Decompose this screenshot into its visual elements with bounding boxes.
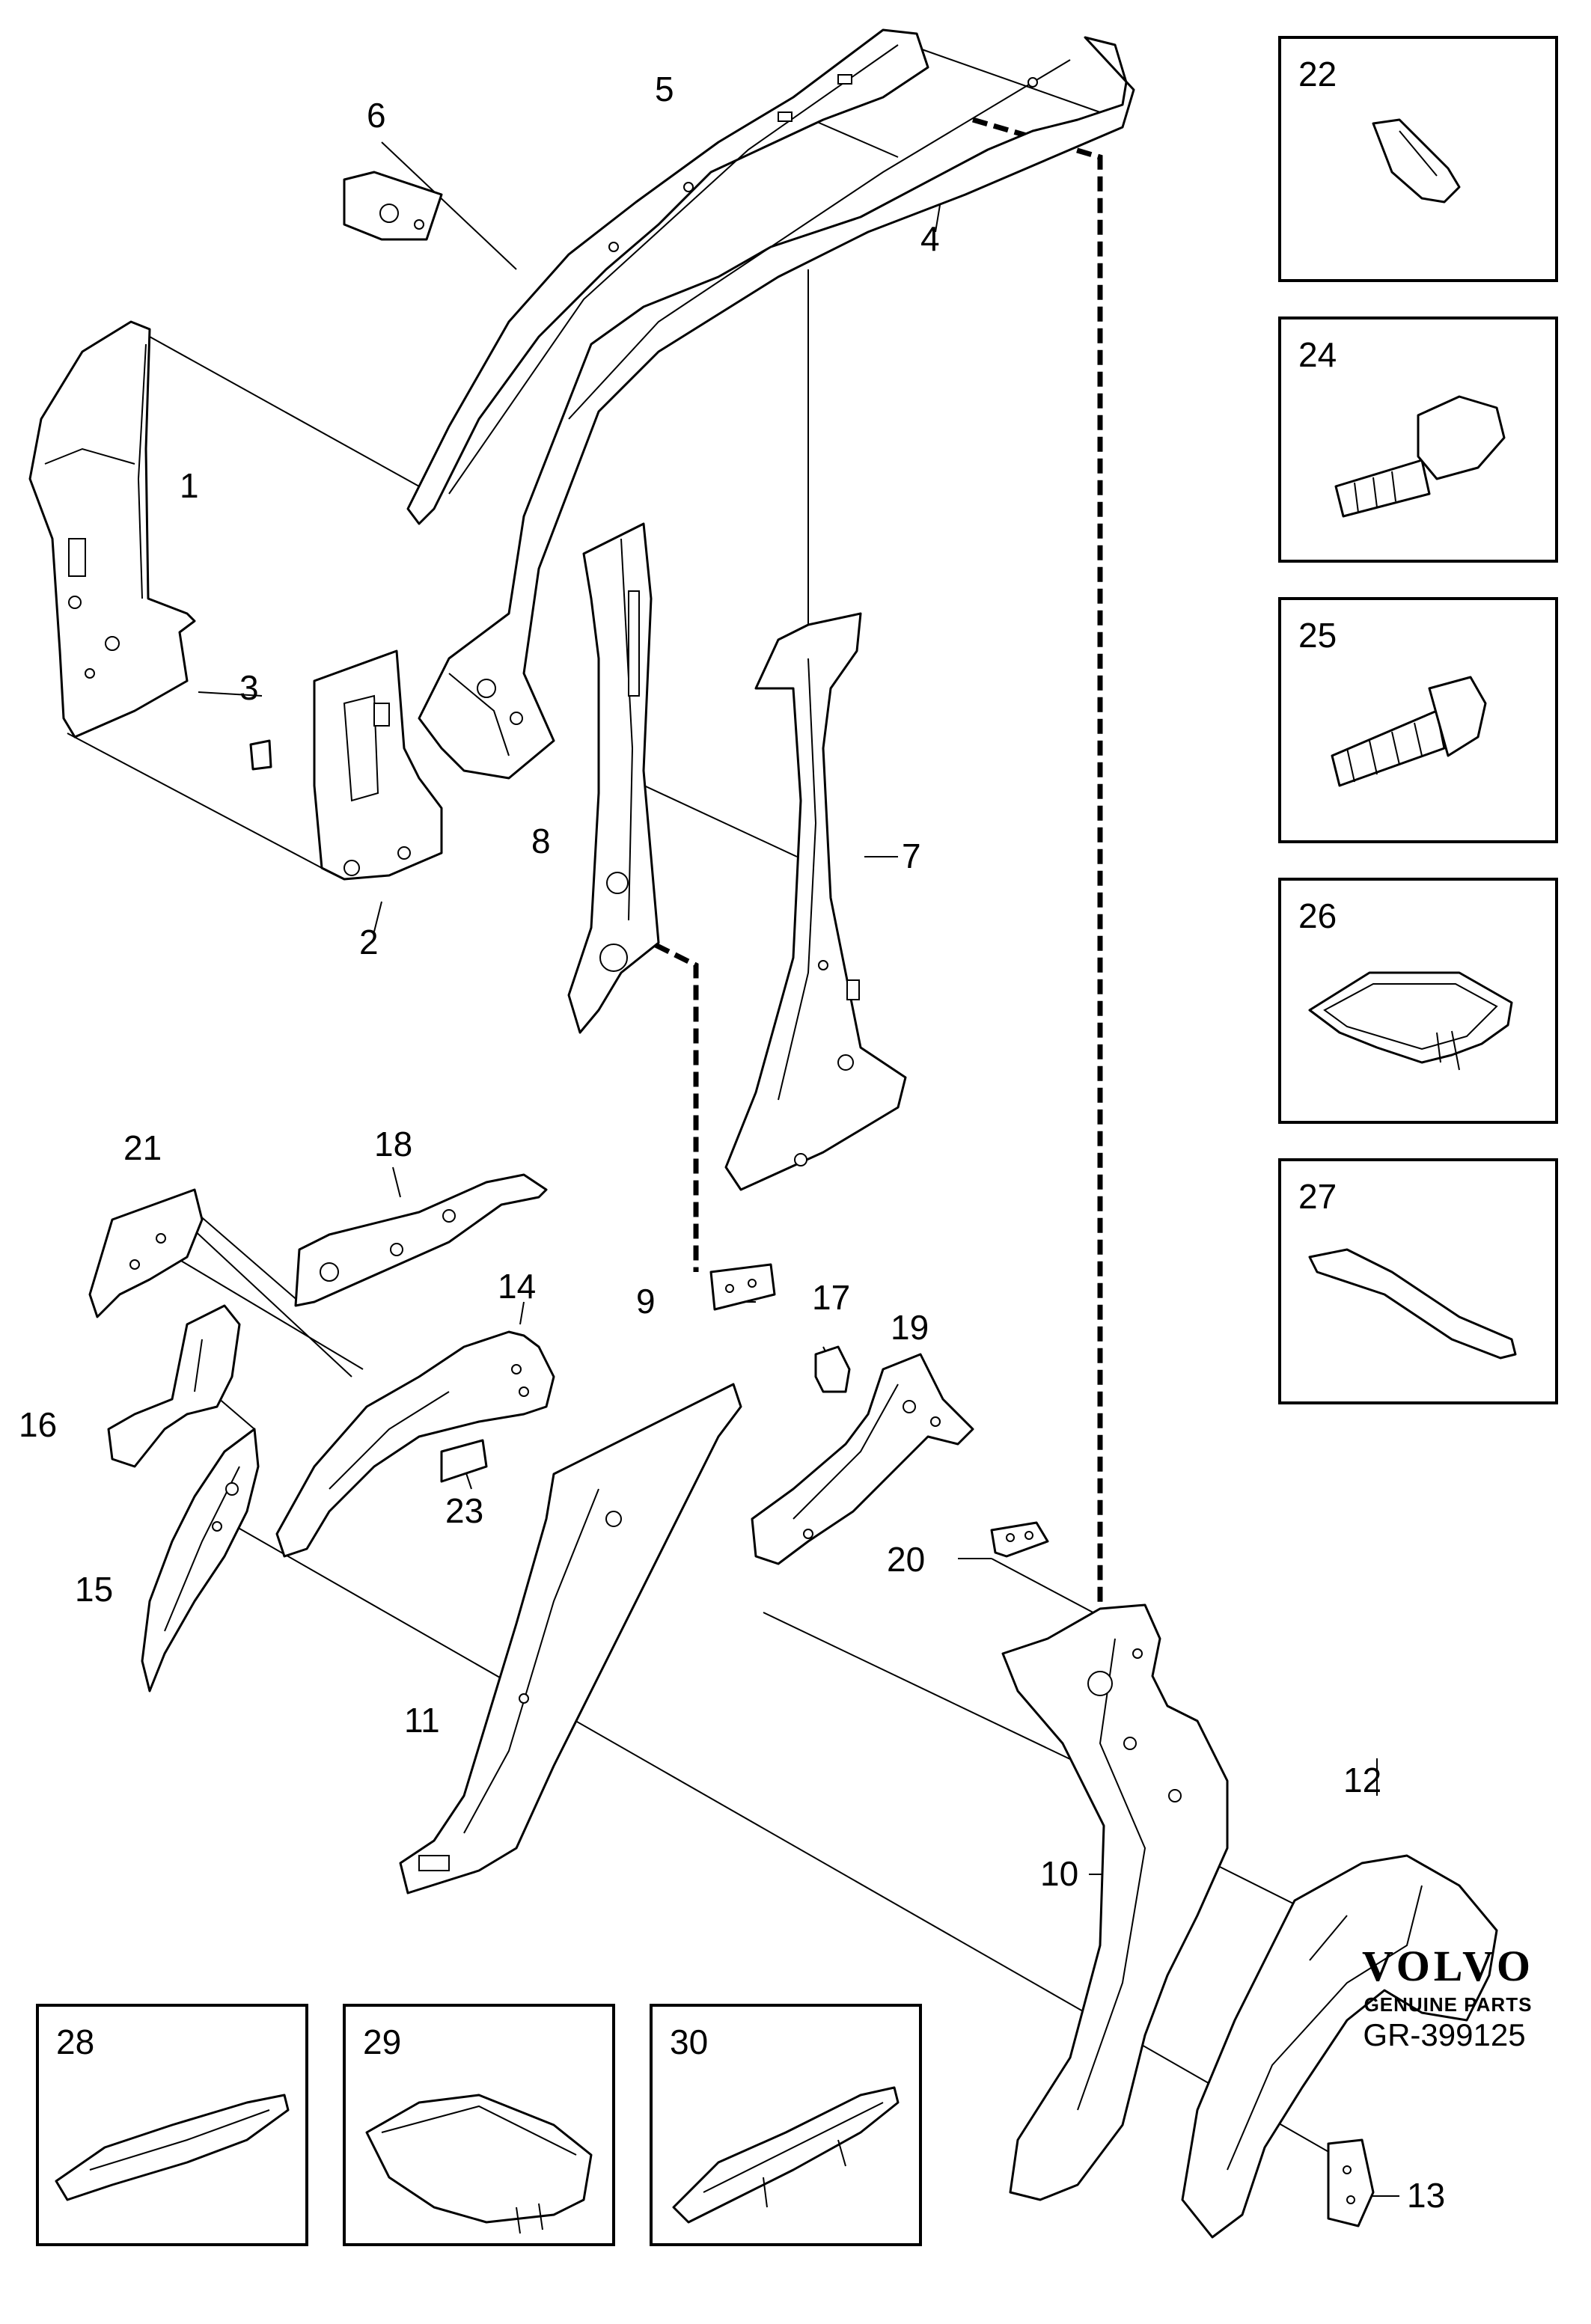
part-21-bracket xyxy=(88,1188,204,1318)
callout-11: 11 xyxy=(404,1701,440,1740)
box-part-22: 22 xyxy=(1278,36,1558,282)
box-label-27: 27 xyxy=(1298,1177,1337,1216)
callout-16: 16 xyxy=(19,1405,57,1444)
diagram-reference: GR-399125 xyxy=(1363,2017,1526,2052)
box-label-25: 25 xyxy=(1298,616,1337,655)
callout-13: 13 xyxy=(1407,2176,1445,2215)
callout-2: 2 xyxy=(359,923,379,961)
part-19-rear-bracket xyxy=(751,1353,974,1565)
callout-19: 19 xyxy=(891,1308,929,1347)
callout-8: 8 xyxy=(531,822,551,860)
box-part-26: 26 xyxy=(1278,878,1558,1124)
callout-7: 7 xyxy=(902,837,921,875)
brand-tagline: GENUINE PARTS xyxy=(1364,1993,1533,2016)
callout-17: 17 xyxy=(812,1278,850,1317)
box-part-27: 27 xyxy=(1278,1158,1558,1404)
box-part-28: 28 xyxy=(36,2004,308,2246)
part-5-roof-rail-inner xyxy=(406,28,929,525)
part-10-rear-pillar-inner xyxy=(1001,1603,1229,2201)
part-3-small-bracket xyxy=(249,739,272,771)
callout-18: 18 xyxy=(374,1125,412,1163)
part-17-small-bracket xyxy=(814,1345,851,1393)
part-7-b-pillar-outer xyxy=(724,612,907,1191)
box-label-30: 30 xyxy=(670,2022,708,2061)
box-label-29: 29 xyxy=(363,2022,401,2061)
callout-12: 12 xyxy=(1343,1761,1381,1799)
box-part-29: 29 xyxy=(343,2004,615,2246)
callout-5: 5 xyxy=(655,70,674,108)
part-14-wheel-arch-upper xyxy=(275,1330,555,1558)
box-label-24: 24 xyxy=(1298,335,1337,374)
part-23-small-plate xyxy=(440,1439,488,1483)
box-part-24: 24 xyxy=(1278,317,1558,563)
part-15-inner-panel xyxy=(141,1428,260,1692)
box-label-28: 28 xyxy=(56,2022,94,2061)
callout-21: 21 xyxy=(123,1128,162,1167)
box-label-22: 22 xyxy=(1298,55,1337,94)
callout-1: 1 xyxy=(180,466,199,505)
part-4-roof-rail-outer xyxy=(418,36,1135,780)
part-18-rail xyxy=(294,1173,548,1307)
box-part-30: 30 xyxy=(650,2004,922,2246)
part-1-a-pillar xyxy=(28,320,196,739)
box-part-25: 25 xyxy=(1278,597,1558,843)
callout-9: 9 xyxy=(636,1282,656,1321)
callout-10: 10 xyxy=(1040,1854,1078,1893)
part-16-bracket-assembly xyxy=(107,1304,241,1468)
part-20-clip xyxy=(990,1521,1049,1558)
callout-14: 14 xyxy=(498,1267,536,1306)
part-2-a-pillar-reinforcement xyxy=(313,649,443,881)
callout-20: 20 xyxy=(887,1540,925,1579)
volvo-logo: VOLVO xyxy=(1361,1942,1535,1990)
dashed-connectors xyxy=(635,117,1103,1605)
box-label-26: 26 xyxy=(1298,896,1337,935)
callout-23: 23 xyxy=(445,1491,483,1530)
part-11-lower-pillar xyxy=(399,1383,742,1895)
callout-3: 3 xyxy=(239,668,259,707)
part-9-plate xyxy=(709,1263,776,1311)
part-8-b-pillar-reinforcement xyxy=(567,522,660,1034)
callout-6: 6 xyxy=(367,96,386,135)
part-6-bracket xyxy=(343,171,443,241)
part-13-bracket xyxy=(1327,2138,1375,2227)
part-12-wheel-house xyxy=(1181,1854,1498,2239)
callout-4: 4 xyxy=(920,219,940,258)
callout-labels: 1 2 3 4 5 6 7 8 9 10 11 12 13 14 15 16 1… xyxy=(19,70,1445,2215)
callout-15: 15 xyxy=(75,1570,113,1609)
